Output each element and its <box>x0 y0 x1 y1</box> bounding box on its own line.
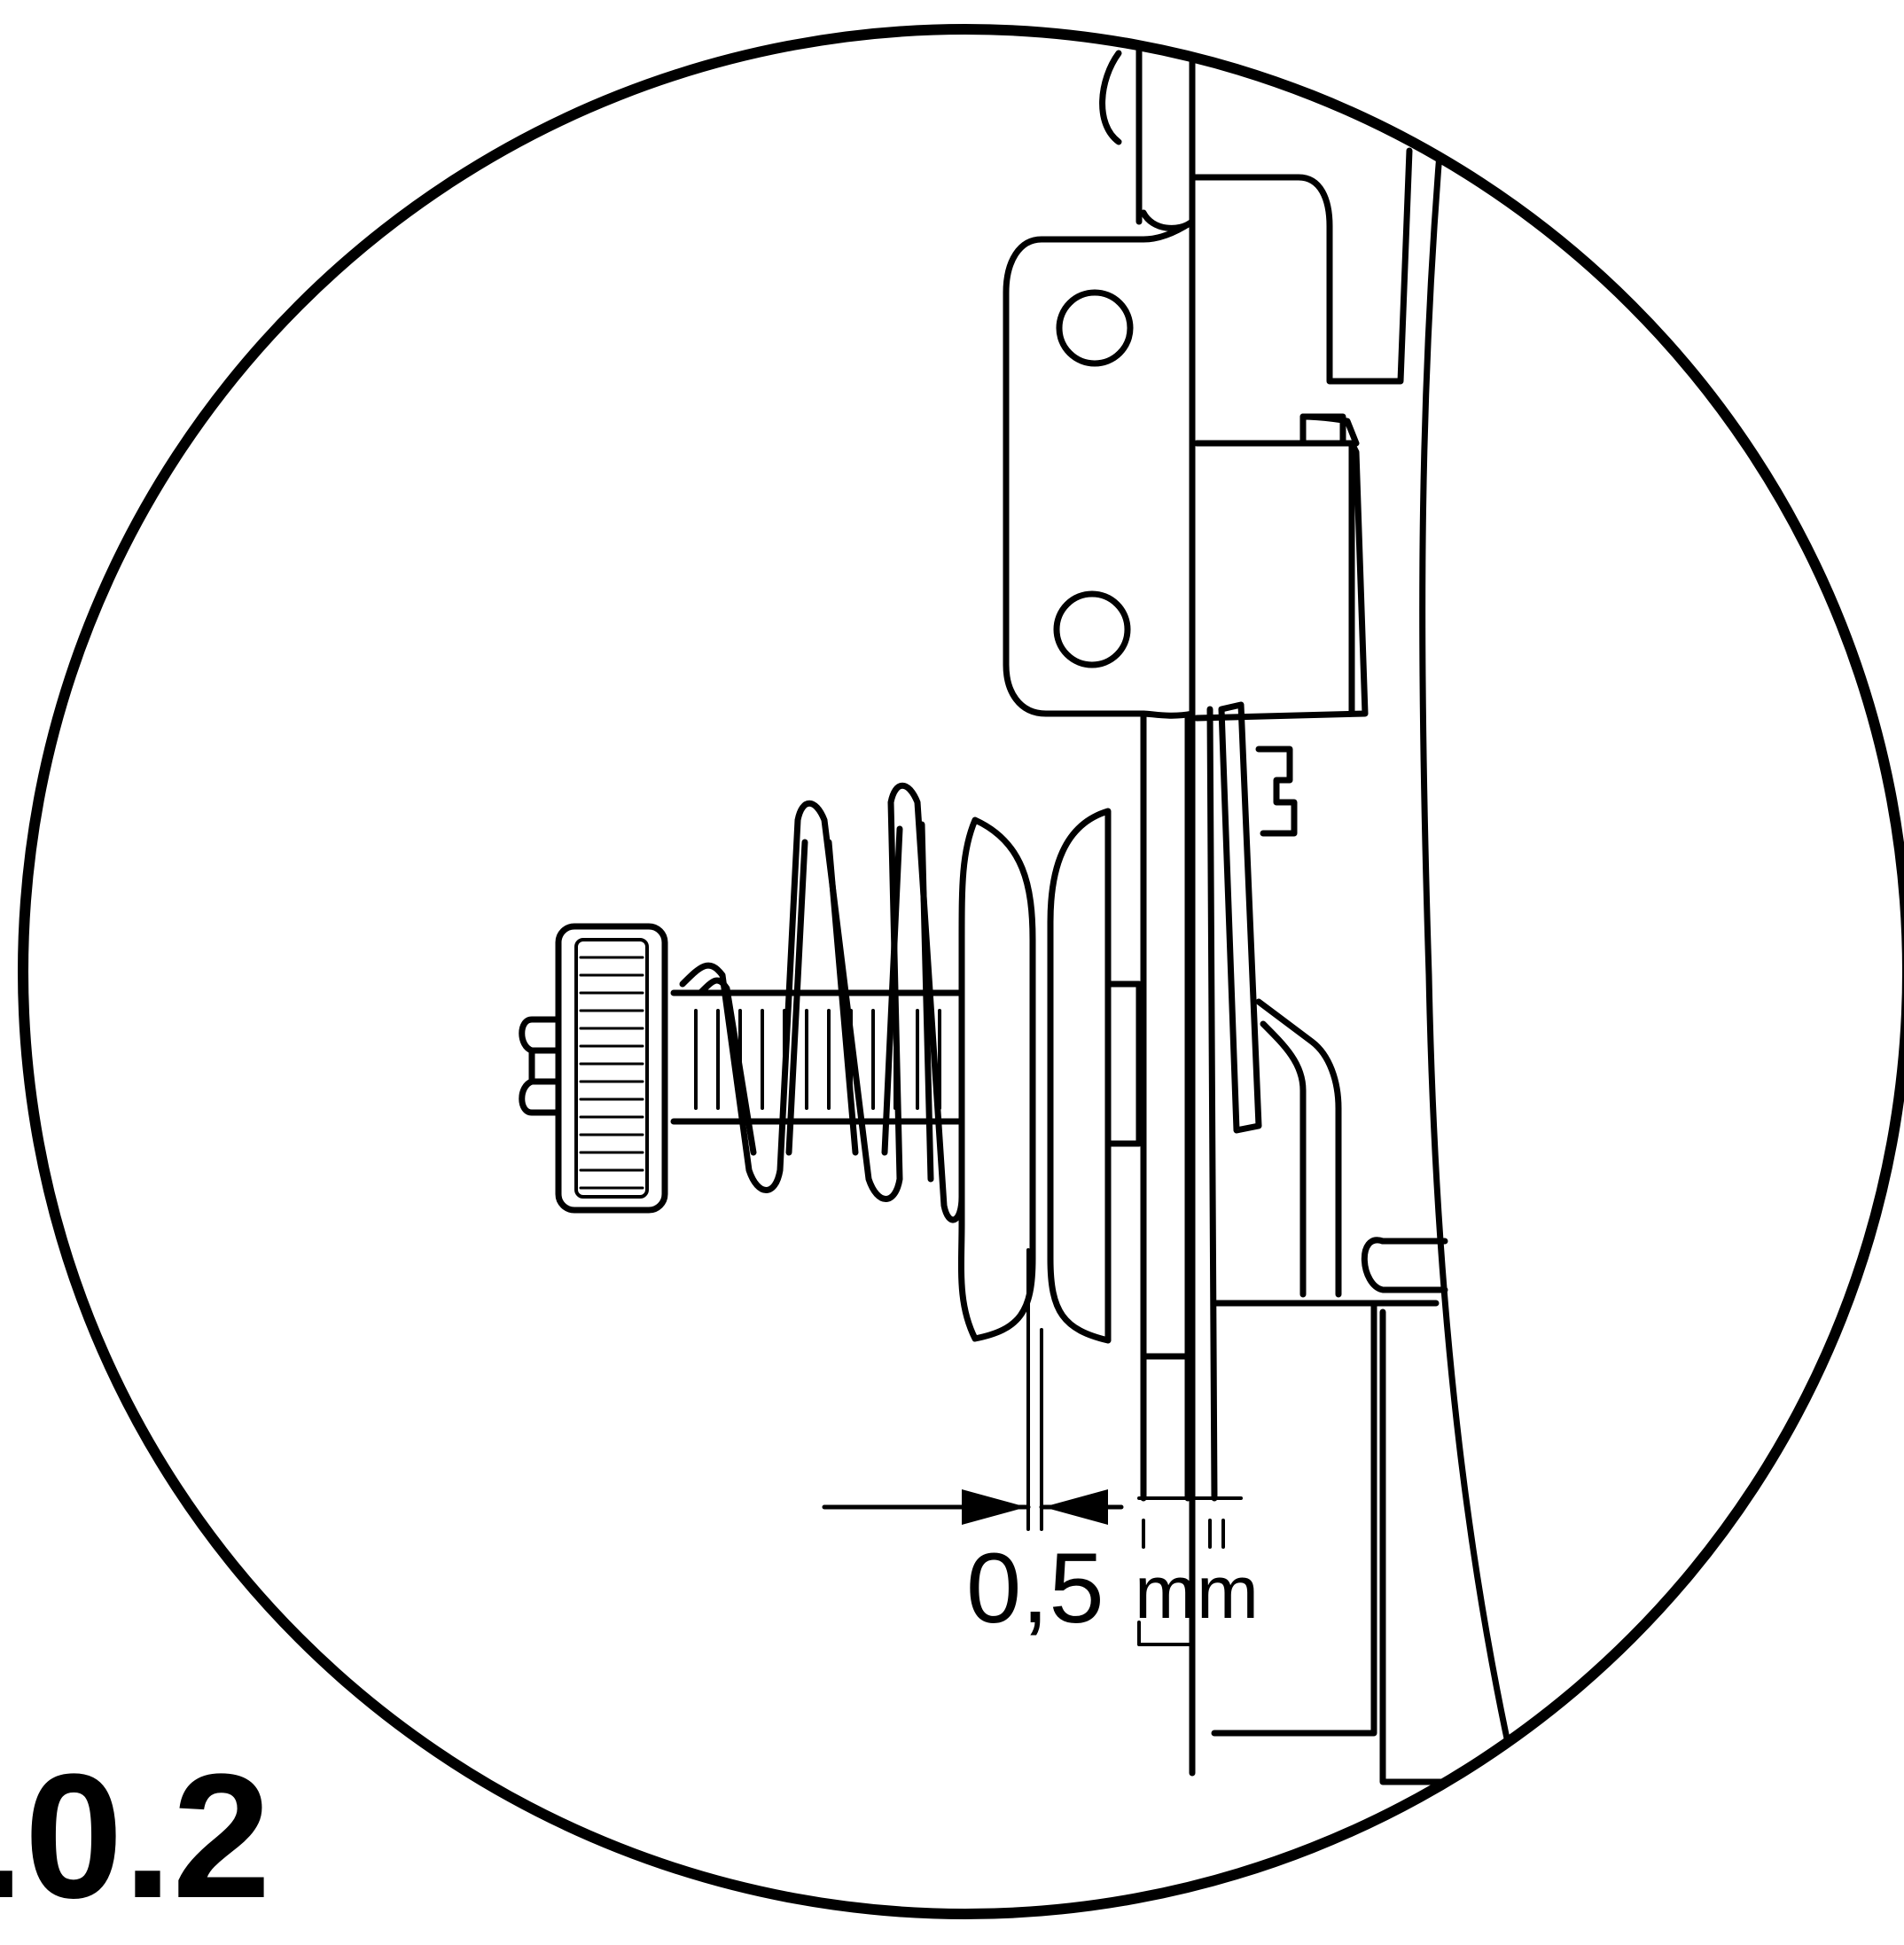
dimension-value: 0,5 <box>966 1533 1104 1644</box>
mounting-bracket <box>1003 218 1196 719</box>
dimension-lines <box>822 1248 1243 1646</box>
knurled-thumb-nut <box>519 923 668 1214</box>
bracket-hole-lower <box>1053 590 1131 668</box>
guide-block <box>1193 413 1369 722</box>
bracket-hole-upper <box>1056 289 1134 367</box>
threaded-stud <box>670 989 965 1125</box>
machine-frame <box>1099 29 1528 1821</box>
tension-post <box>1140 706 1218 1502</box>
compression-spring <box>679 782 965 1223</box>
figure-number: .0.2 <box>0 1738 271 1935</box>
detail-circle <box>18 24 1904 1919</box>
tension-discs <box>957 808 1143 1344</box>
dimension-unit: mm <box>1135 1551 1259 1634</box>
check-spring-lever <box>1218 701 1342 1298</box>
